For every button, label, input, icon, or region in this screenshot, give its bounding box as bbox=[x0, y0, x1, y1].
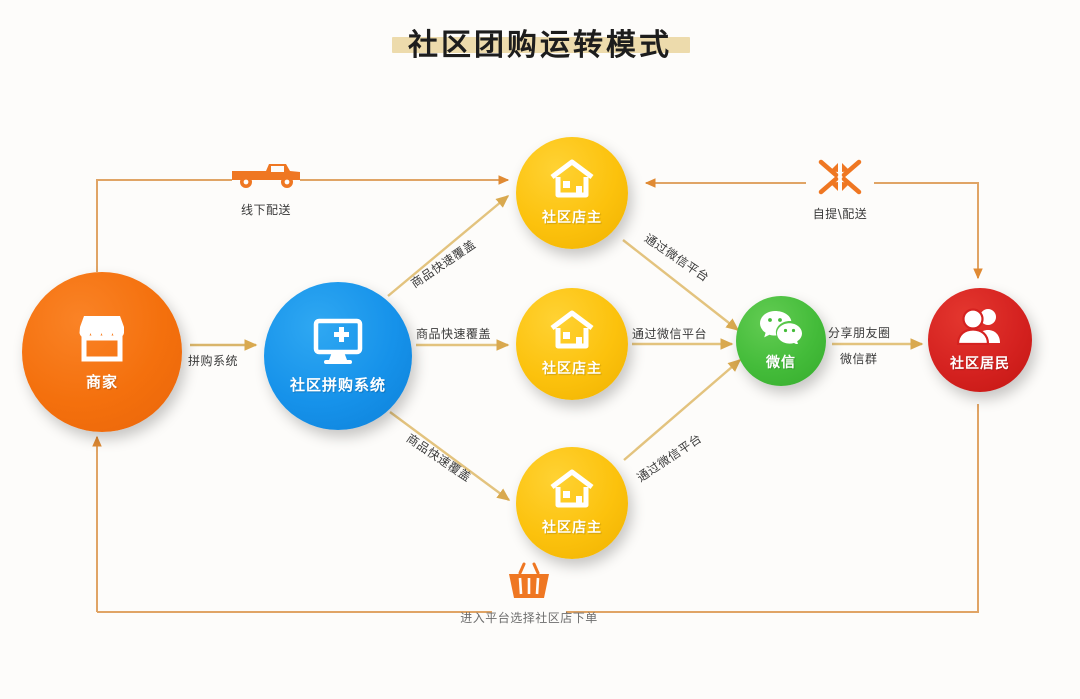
basket-icon bbox=[509, 562, 549, 598]
node-owner2-label: 社区店主 bbox=[542, 361, 602, 377]
edge-owner3-to-wechat bbox=[623, 359, 742, 461]
edge-label-merchant-to-system: 拼购系统 bbox=[188, 354, 239, 368]
house-icon bbox=[549, 469, 595, 514]
badge-offline-delivery: 线下配送 bbox=[198, 160, 334, 218]
badge-place-order-caption: 进入平台选择社区店下单 bbox=[460, 611, 598, 625]
edge-owner1-to-wechat bbox=[622, 239, 740, 331]
node-resident-label: 社区居民 bbox=[950, 356, 1010, 372]
node-community-resident[interactable]: 社区居民 bbox=[928, 288, 1032, 392]
edge-label-share-moments: 分享朋友圈 bbox=[828, 326, 891, 340]
monitor-plus-icon bbox=[312, 318, 364, 371]
title-highlight-band bbox=[392, 37, 690, 53]
converge-arrows-icon bbox=[818, 159, 862, 195]
page-title: 社区团购运转模式 bbox=[0, 20, 1080, 64]
house-icon bbox=[549, 159, 595, 204]
badge-offline-delivery-caption: 线下配送 bbox=[240, 203, 291, 217]
node-owner1-label: 社区店主 bbox=[542, 210, 602, 226]
edge-merchant-up-to-truck bbox=[96, 179, 232, 272]
node-community-shop-owner-3[interactable]: 社区店主 bbox=[516, 447, 628, 559]
node-wechat[interactable]: 微信 bbox=[736, 296, 826, 386]
badge-self-pickup: 自提\配送 bbox=[782, 158, 898, 222]
edge-label-wechat-group: 微信群 bbox=[840, 352, 878, 366]
page-title-text: 社区团购运转模式 bbox=[408, 28, 672, 63]
node-system-label: 社区拼购系统 bbox=[289, 375, 386, 394]
edge-system-to-owner1 bbox=[387, 195, 510, 297]
edge-selfpickup-to-resident bbox=[874, 182, 983, 280]
truck-icon bbox=[232, 164, 300, 188]
people-icon bbox=[955, 307, 1005, 350]
node-community-shop-owner-1[interactable]: 社区店主 bbox=[516, 137, 628, 249]
edge-system-to-owner3 bbox=[389, 411, 511, 501]
wechat-icon bbox=[759, 310, 803, 349]
shop-icon bbox=[74, 313, 130, 368]
node-wechat-label: 微信 bbox=[766, 355, 796, 371]
edge-label-system-to-owner2: 商品快速覆盖 bbox=[416, 327, 492, 341]
badge-place-order: 进入平台选择社区店下单 bbox=[419, 562, 639, 626]
edge-order-bottom-right bbox=[566, 404, 979, 613]
node-merchant-label: 商家 bbox=[85, 372, 118, 391]
node-community-group-buy-system[interactable]: 社区拼购系统 bbox=[264, 282, 412, 430]
house-icon bbox=[549, 310, 595, 355]
edge-label-owner2-to-wechat: 通过微信平台 bbox=[632, 327, 708, 341]
node-community-shop-owner-2[interactable]: 社区店主 bbox=[516, 288, 628, 400]
badge-self-pickup-caption: 自提\配送 bbox=[812, 207, 868, 221]
node-owner3-label: 社区店主 bbox=[542, 520, 602, 536]
node-merchant[interactable]: 商家 bbox=[22, 272, 182, 432]
